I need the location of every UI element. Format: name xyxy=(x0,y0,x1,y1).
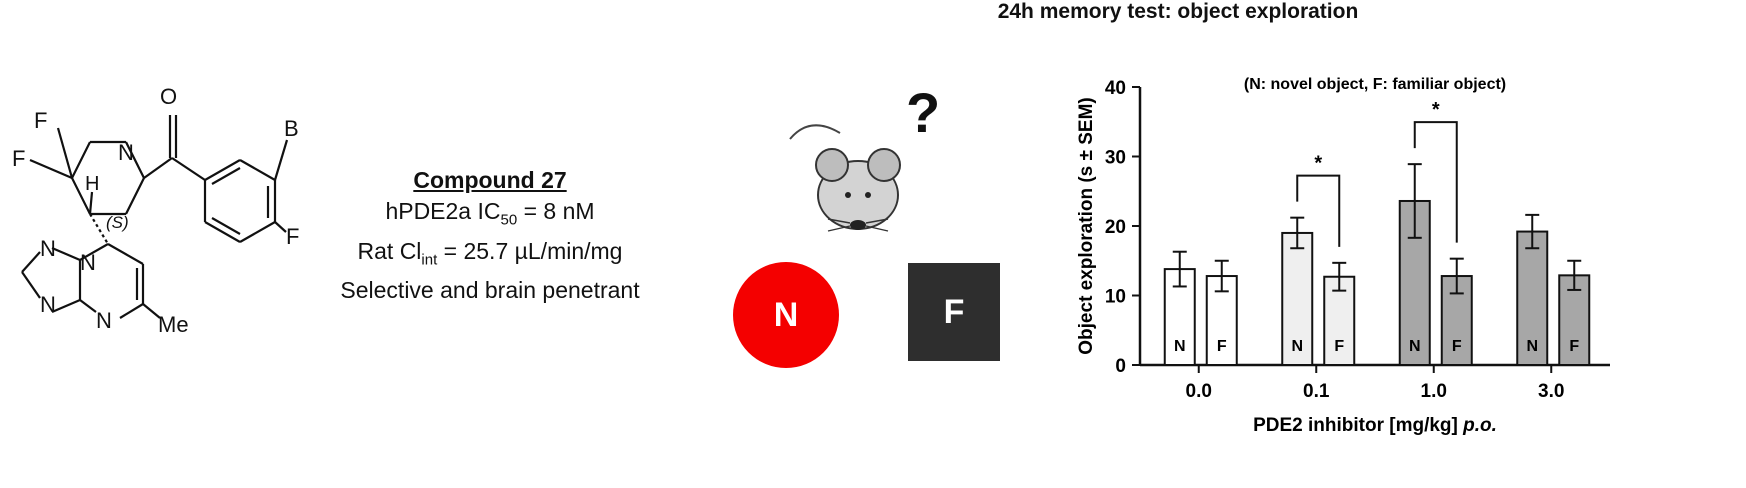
y-tick-label: 20 xyxy=(1105,217,1126,238)
bar-F-0.1 xyxy=(1323,275,1356,366)
x-tick-label: 3.0 xyxy=(1538,381,1564,402)
label-n3: N xyxy=(40,292,56,317)
label-s: (S) xyxy=(106,213,129,232)
label-h: H xyxy=(85,173,99,195)
chemical-structure: F F N O Br F H (S) N N N N Me xyxy=(12,84,300,337)
label-n2: N xyxy=(80,250,96,275)
label-br: Br xyxy=(284,116,300,141)
familiar-object-square: F xyxy=(908,263,1000,361)
x-tick-label: 0.0 xyxy=(1186,381,1212,402)
bar-F-3.0 xyxy=(1558,274,1591,366)
label-f2: F xyxy=(12,146,25,171)
bar-label: F xyxy=(1217,338,1227,355)
bar-label: F xyxy=(1569,338,1579,355)
x-tick-label: 1.0 xyxy=(1421,381,1447,402)
bar-label: F xyxy=(1452,338,1462,355)
mouse-icon xyxy=(789,124,901,232)
significance-star: * xyxy=(1314,153,1322,175)
x-tick-label: 0.1 xyxy=(1303,381,1330,402)
significance-star: * xyxy=(1432,99,1440,121)
y-axis-label: Object exploration (s ± SEM) xyxy=(1076,97,1097,354)
bar-label: N xyxy=(1526,338,1538,355)
legend-annotation: (N: novel object, F: familiar object) xyxy=(1244,76,1506,93)
clint-line: Rat Clint = 25.7 µL/min/mg xyxy=(357,237,623,269)
label-f3: F xyxy=(286,224,299,249)
x-axis-label: PDE2 inhibitor [mg/kg] p.o. xyxy=(1253,415,1497,435)
y-tick-label: 0 xyxy=(1115,356,1126,377)
label-me: Me xyxy=(158,312,189,337)
selectivity-line: Selective and brain penetrant xyxy=(340,277,640,304)
compound-info: Compound 27 hPDE2a IC50 = 8 nM Rat Clint… xyxy=(300,165,680,306)
significance-bracket xyxy=(1413,121,1458,243)
y-tick-label: 40 xyxy=(1105,78,1126,99)
label-n1: N xyxy=(40,236,56,261)
compound-title: Compound 27 xyxy=(413,167,567,193)
significance-bracket xyxy=(1296,174,1341,247)
bar-N-3.0 xyxy=(1516,230,1549,366)
bar-label: F xyxy=(1334,338,1344,355)
novel-object-circle: N xyxy=(733,262,839,368)
label-n-amide: N xyxy=(118,140,134,165)
bar-label: N xyxy=(1409,338,1421,355)
label-f1: F xyxy=(34,108,47,133)
label-o: O xyxy=(160,84,177,109)
ic50-line: hPDE2a IC50 = 8 nM xyxy=(385,198,595,229)
y-tick-label: 30 xyxy=(1105,148,1126,169)
y-tick-label: 10 xyxy=(1105,287,1126,308)
chart-title: 24h memory test: object exploration xyxy=(997,0,1359,23)
bar-label: N xyxy=(1291,338,1303,355)
bar-label: N xyxy=(1174,338,1186,355)
question-mark: ? xyxy=(906,81,941,144)
label-n4: N xyxy=(96,308,112,333)
